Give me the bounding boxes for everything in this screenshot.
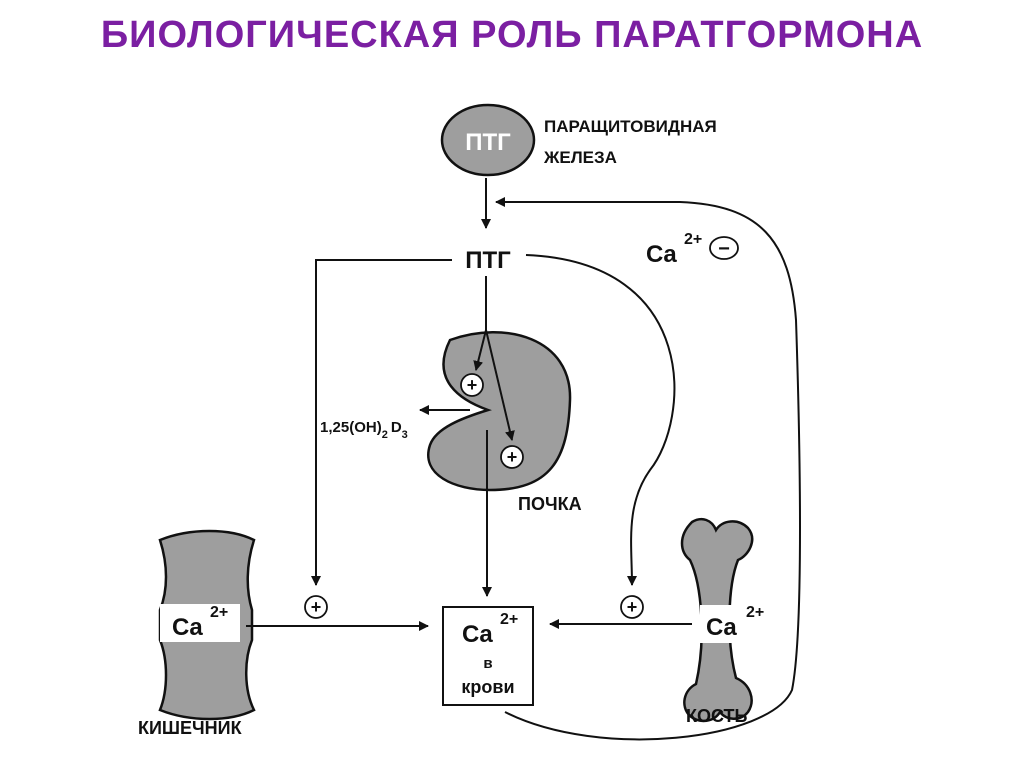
calcium-feedback-label: Ca — [646, 241, 677, 268]
bone-plus: + — [627, 597, 638, 617]
intestine-calcium: Ca — [172, 614, 203, 641]
kidney-stimulation-sign-1 — [460, 373, 484, 397]
ptg-to-intestine-path — [311, 259, 452, 586]
bone-label: КОСТЬ — [686, 706, 748, 726]
page-title: БИОЛОГИЧЕСКАЯ РОЛЬ ПАРАТГОРМОНА — [100, 14, 924, 56]
ptg-to-kidney-arrow-3 — [485, 329, 515, 441]
intestine-label: КИШЕЧНИК — [138, 718, 243, 738]
ptg-to-bone-curve — [525, 254, 676, 586]
intestine-plus: + — [311, 597, 322, 617]
gland-label-line2: ЖЕЛЕЗА — [543, 148, 617, 167]
kidney-label: ПОЧКА — [518, 494, 582, 514]
vitd-sub1: 2 — [382, 429, 388, 441]
intestine-calcium-charge: 2+ — [210, 604, 228, 621]
calcium-feedback-curve — [495, 197, 801, 741]
blood-calcium-charge: 2+ — [500, 611, 518, 628]
vitd-main: 1,25(OH) — [320, 419, 382, 436]
ptg-to-kidney-arrow-2 — [473, 329, 487, 371]
kidney-plus-2: + — [507, 447, 518, 467]
blood-calcium-box — [442, 606, 534, 706]
bone-calcium-charge: 2+ — [746, 604, 764, 621]
intestine-calcium-band — [160, 604, 240, 642]
calcium-feedback-charge: 2+ — [684, 231, 702, 248]
ptg-label: ПТГ — [465, 247, 511, 274]
bone-calcium-band — [700, 605, 742, 643]
inhibition-minus: − — [718, 238, 730, 260]
kidney-stimulation-sign-2 — [500, 445, 524, 469]
bone-calcium: Ca — [706, 614, 737, 641]
blood-line2: в — [483, 655, 492, 672]
intestine-stimulation-sign — [304, 595, 328, 619]
vitd-sub2: 3 — [402, 429, 408, 441]
bone-stimulation-sign — [620, 595, 644, 619]
blood-line3: крови — [461, 677, 514, 697]
vitd-d: D — [391, 419, 402, 436]
inhibition-sign — [709, 236, 739, 260]
kidney-plus-1: + — [467, 375, 478, 395]
parathyroid-gland — [440, 103, 536, 177]
gland-abbrev: ПТГ — [465, 129, 511, 156]
kidney — [427, 331, 572, 492]
blood-calcium: Ca — [462, 621, 493, 648]
gland-label-line1: ПАРАЩИТОВИДНАЯ — [544, 117, 717, 136]
